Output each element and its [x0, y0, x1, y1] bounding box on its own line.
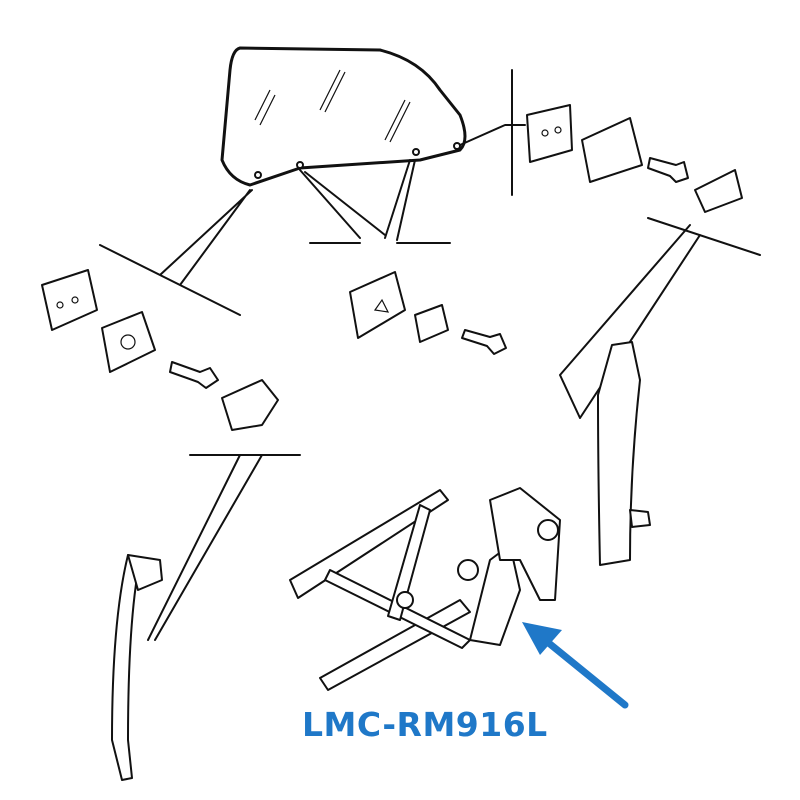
- clip-set-center: [349, 271, 507, 355]
- door-glass: [220, 46, 467, 187]
- clip-set-left: [41, 269, 279, 431]
- pointer-arrow: [522, 622, 629, 709]
- window-regulator: [289, 487, 561, 691]
- clip-set-right: [526, 104, 743, 213]
- guide-rail-right: [597, 341, 651, 566]
- part-number-label: LMC-RM916L: [302, 705, 548, 744]
- guide-rail-left: [111, 554, 163, 781]
- leader-lines: [99, 69, 761, 641]
